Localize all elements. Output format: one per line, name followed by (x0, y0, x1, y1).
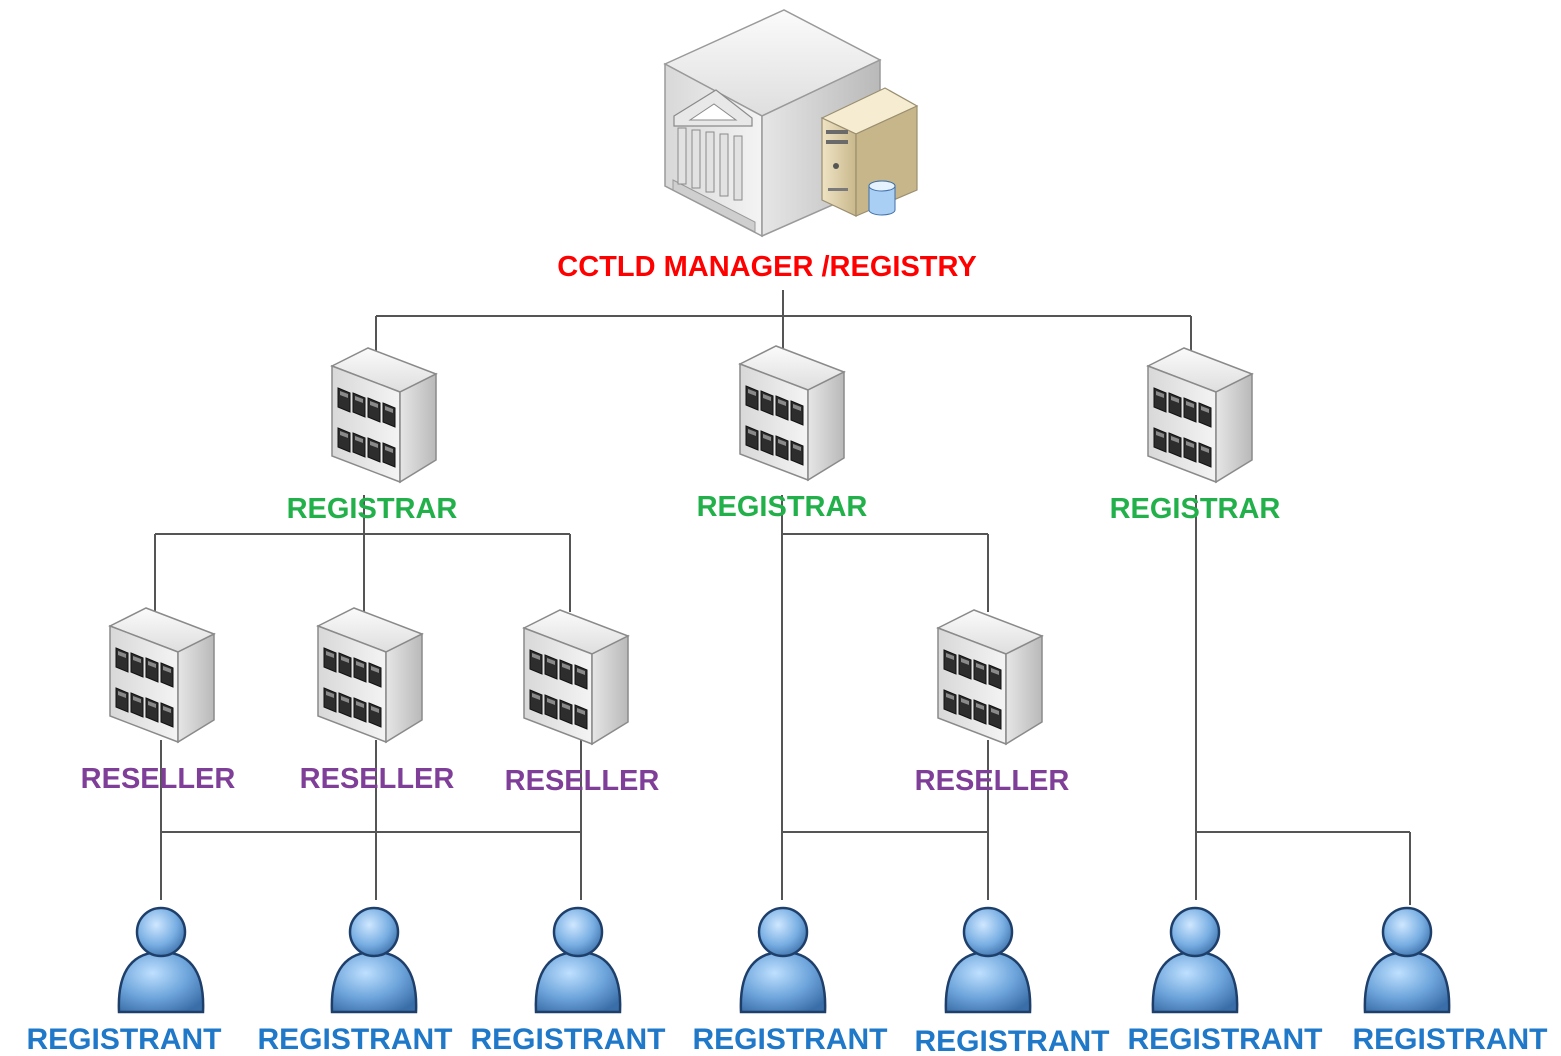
registry-label: CCTLD MANAGER /REGISTRY (557, 251, 976, 283)
reseller-label: RESELLER (505, 765, 660, 797)
user-icon (330, 906, 418, 1014)
building-server-icon (1146, 347, 1254, 484)
reseller-label: RESELLER (81, 763, 236, 795)
registrar-node: REGISTRAR (697, 345, 868, 523)
building-server-icon (316, 607, 424, 744)
registry-server-icon (663, 9, 919, 238)
building-server-icon (936, 609, 1044, 746)
building-server-icon (738, 345, 846, 482)
building-server-icon (330, 347, 438, 484)
registrant-node: REGISTRANT (1353, 906, 1548, 1056)
registrar-label: REGISTRAR (1110, 493, 1281, 525)
user-icon (739, 906, 827, 1014)
reseller-node: RESELLER (505, 609, 660, 797)
registrant-node: REGISTRANT (258, 906, 453, 1056)
registrant-node: REGISTRANT (27, 906, 222, 1056)
reseller-label: RESELLER (300, 763, 455, 795)
user-icon (1363, 906, 1451, 1014)
user-icon (944, 906, 1032, 1014)
registrant-label: REGISTRANT (27, 1023, 222, 1056)
building-server-icon (522, 609, 630, 746)
registrar-nodes: REGISTRAR REGISTRAR REGISTRAR (287, 345, 1281, 525)
user-icon (117, 906, 205, 1014)
registrant-label: REGISTRANT (1353, 1023, 1548, 1056)
reseller-nodes: RESELLER RESELLER RESELLER RESELLER (81, 607, 1070, 797)
reseller-node: RESELLER (915, 609, 1070, 797)
registrar-label: REGISTRAR (697, 491, 868, 523)
registrar-node: REGISTRAR (1110, 347, 1281, 525)
reseller-label: RESELLER (915, 765, 1070, 797)
registrant-label: REGISTRANT (915, 1025, 1110, 1056)
registrant-node: REGISTRANT (915, 906, 1110, 1056)
registrant-node: REGISTRANT (1128, 906, 1323, 1056)
registrar-label: REGISTRAR (287, 493, 458, 525)
registrar-node: REGISTRAR (287, 347, 458, 525)
registrant-label: REGISTRANT (693, 1023, 888, 1056)
registrant-label: REGISTRANT (258, 1023, 453, 1056)
connector-lines (154, 290, 1411, 905)
registrant-node: REGISTRANT (471, 906, 666, 1056)
reseller-node: RESELLER (300, 607, 455, 795)
registrant-nodes: REGISTRANT REGISTRANT REGISTRANT REGISTRANT… (27, 906, 1548, 1056)
registrant-label: REGISTRANT (1128, 1023, 1323, 1056)
user-icon (1151, 906, 1239, 1014)
building-server-icon (108, 607, 216, 744)
reseller-node: RESELLER (81, 607, 236, 795)
registrant-node: REGISTRANT (693, 906, 888, 1056)
registrant-label: REGISTRANT (471, 1023, 666, 1056)
user-icon (534, 906, 622, 1014)
registry-node: CCTLD MANAGER /REGISTRY (557, 9, 977, 283)
